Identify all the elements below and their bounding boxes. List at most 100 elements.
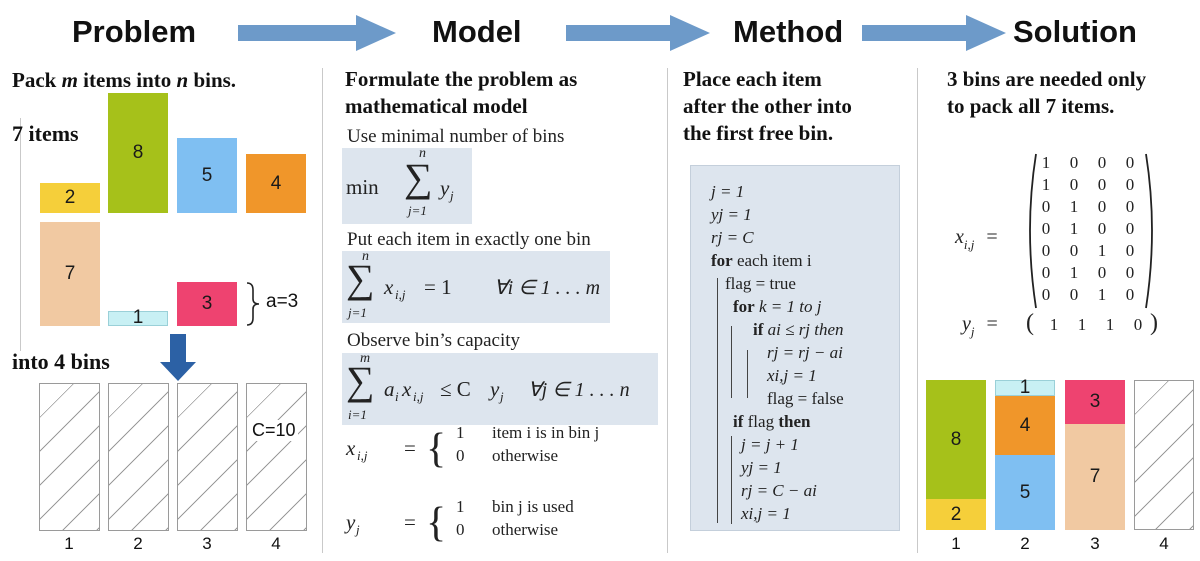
code-line: rj = rj − ai [767, 343, 843, 362]
column-divider [667, 68, 668, 553]
packed-item-5: 5 [995, 455, 1055, 530]
definition-x: x i,j = { 1 item i is in bin j 0 otherwi… [346, 423, 600, 472]
bin-number: 2 [1020, 534, 1030, 553]
matrix-cell: 0 [1097, 219, 1107, 238]
problem-title: Pack m items into n bins. [12, 68, 237, 92]
right-arrow-icon [862, 15, 1006, 51]
bin-number: 4 [1159, 534, 1169, 553]
down-arrow-icon [160, 334, 196, 381]
constraint-2-text: Observe bin’s capacity [347, 330, 521, 351]
empty-bin [39, 383, 100, 531]
matrix-cell: 0 [1097, 175, 1107, 194]
right-arrow-icon [238, 15, 396, 51]
matrix-cell: 1 [1097, 285, 1107, 304]
code-line: yj = 1 [711, 205, 752, 224]
header-method: Method [733, 14, 844, 49]
code-line: yj = 1 [741, 458, 782, 477]
capacity-label: C=10 [250, 420, 298, 441]
matrix-cell: 0 [1041, 197, 1051, 216]
empty-bin [246, 383, 307, 531]
item-8: 8 [108, 93, 168, 213]
code-line: flag = false [767, 389, 844, 408]
matrix-cell: 0 [1041, 241, 1051, 260]
packed-item-3: 3 [1065, 380, 1125, 424]
empty-bin [177, 383, 238, 531]
code-line: if ai ≤ rj then [753, 320, 844, 339]
item-2: 2 [40, 183, 100, 213]
items-label: 7 items [12, 121, 79, 146]
bin-number: 1 [64, 534, 74, 553]
header-problem: Problem [72, 14, 197, 49]
definition-y: y j = { 1 bin j is used 0 otherwise [346, 497, 574, 546]
matrix-cell: 1 [1097, 241, 1107, 260]
code-line: rj = C [711, 228, 754, 247]
bin-number: 1 [951, 534, 961, 553]
header-solution: Solution [1013, 14, 1137, 49]
packed-item-4: 4 [995, 396, 1055, 455]
code-line: xi,j = 1 [741, 504, 791, 523]
matrix-brackets [1029, 153, 1153, 309]
matrix-cell: 1 [1041, 175, 1051, 194]
brace-icon [246, 282, 260, 326]
packed-item-1: 1 [995, 377, 1055, 398]
matrix-cell: 0 [1125, 263, 1135, 282]
indent-guide [731, 326, 732, 398]
packed-item-7: 7 [1065, 424, 1125, 530]
y-vector: ( 1 1 1 0 ) [1026, 310, 1158, 336]
bin-number: 3 [1090, 534, 1100, 553]
indent-guide [747, 350, 748, 398]
code-line: for k = 1 to j [733, 297, 822, 316]
item-4: 4 [246, 154, 306, 213]
indent-guide [717, 278, 718, 523]
matrix-cell: 0 [1041, 219, 1051, 238]
matrix-cell: 0 [1125, 219, 1135, 238]
matrix-cell: 0 [1097, 263, 1107, 282]
matrix-cell: 0 [1069, 175, 1079, 194]
indent-guide [731, 436, 732, 524]
bins-label: into 4 bins [12, 349, 110, 374]
matrix-cell: 0 [1125, 285, 1135, 304]
bin-number: 4 [271, 534, 281, 553]
constraint-1-text: Put each item in exactly one bin [347, 229, 591, 250]
matrix-cell: 0 [1041, 285, 1051, 304]
matrix-cell: 1 [1069, 263, 1079, 282]
matrix-cell: 0 [1069, 285, 1079, 304]
matrix-cell: 1 [1069, 197, 1079, 216]
matrix-cell: 0 [1125, 197, 1135, 216]
matrix-cell: 0 [1097, 153, 1107, 172]
empty-bin [108, 383, 169, 531]
code-line: if flag then [733, 412, 811, 431]
objective-text: Use minimal number of bins [347, 126, 565, 147]
matrix-cell: 0 [1041, 263, 1051, 282]
item-7: 7 [40, 222, 100, 326]
matrix-cell: 0 [1125, 153, 1135, 172]
code-line: for each item i [711, 251, 812, 270]
code-line: flag = true [725, 274, 796, 293]
code-line: j = j + 1 [741, 435, 799, 454]
code-line: xi,j = 1 [767, 366, 817, 385]
y-vector-label: yj= [962, 313, 998, 339]
code-line: rj = C − ai [741, 481, 817, 500]
algorithm-box: j = 1 yj = 1 rj = C for each item i flag… [690, 165, 900, 531]
packed-item-2: 2 [926, 499, 986, 530]
matrix-cell: 0 [1097, 197, 1107, 216]
item-5: 5 [177, 138, 237, 213]
items-bracket-line [20, 118, 21, 351]
objective-formula: min n ∑ j=1 y j [342, 146, 472, 224]
bin-number: 3 [202, 534, 212, 553]
column-divider [322, 68, 323, 553]
code-line: j = 1 [711, 182, 745, 201]
right-arrow-icon [566, 15, 710, 51]
bin-number: 2 [133, 534, 143, 553]
unused-bin [1134, 380, 1194, 530]
matrix-cell: 1 [1041, 153, 1051, 172]
item-size-label: a=3 [266, 291, 299, 312]
matrix-cell: 0 [1125, 175, 1135, 194]
x-matrix-label: xi,j= [955, 226, 998, 252]
matrix-cell: 0 [1069, 241, 1079, 260]
column-divider [917, 68, 918, 553]
packed-item-8: 8 [926, 380, 986, 499]
